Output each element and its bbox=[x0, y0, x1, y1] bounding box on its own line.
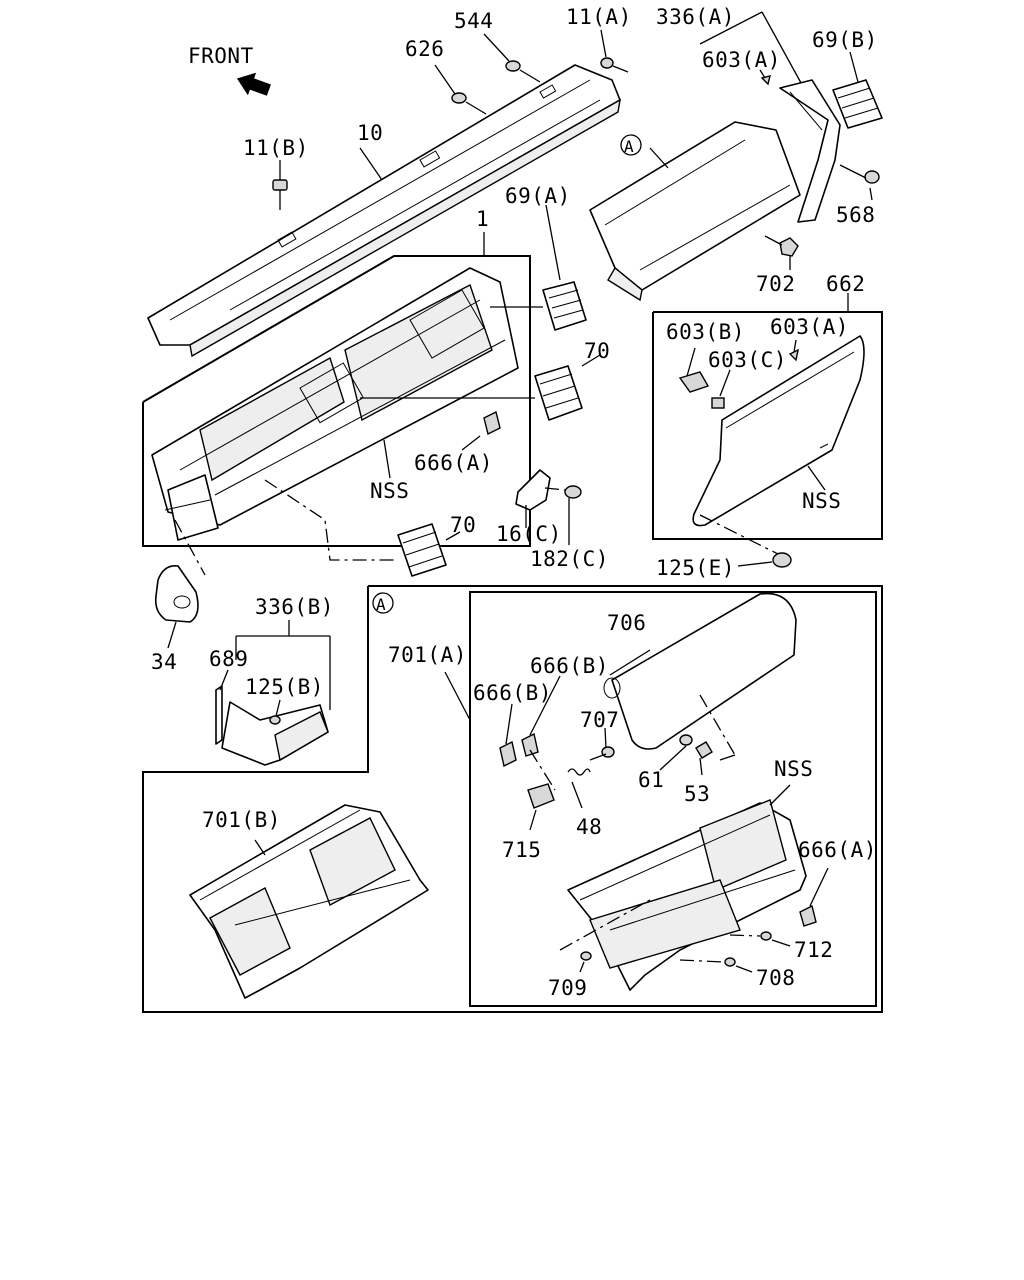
spring-48 bbox=[567, 768, 591, 809]
fastener-11b bbox=[272, 160, 288, 210]
label-706: 706 bbox=[607, 611, 646, 635]
vent-69a bbox=[490, 204, 587, 331]
detail-inner-frame bbox=[469, 591, 877, 1007]
label-603c: 603(C) bbox=[708, 348, 787, 372]
label-666b-1: 666(B) bbox=[473, 681, 552, 705]
label-53: 53 bbox=[684, 782, 710, 806]
label-69b: 69(B) bbox=[812, 28, 878, 52]
label-603b: 603(B) bbox=[666, 320, 745, 344]
front-arrow-icon bbox=[236, 72, 271, 96]
vent-69b bbox=[832, 51, 883, 129]
label-70-upper: 70 bbox=[584, 339, 610, 363]
label-712: 712 bbox=[794, 938, 833, 962]
clip-603a-box bbox=[788, 339, 799, 362]
label-701b: 701(B) bbox=[202, 808, 281, 832]
screw-182c bbox=[544, 485, 582, 545]
side-trim-336a bbox=[779, 79, 841, 223]
lower-trim-336b bbox=[221, 701, 329, 766]
vent-70-lower bbox=[397, 523, 461, 577]
label-702: 702 bbox=[756, 272, 795, 296]
screw-708 bbox=[679, 957, 753, 973]
label-662: 662 bbox=[826, 272, 865, 296]
part-34 bbox=[154, 564, 199, 649]
label-70-lower: 70 bbox=[450, 513, 476, 537]
clip-125b bbox=[269, 699, 281, 725]
label-709: 709 bbox=[548, 976, 587, 1000]
vent-70-upper bbox=[360, 354, 601, 421]
screw-709 bbox=[579, 951, 592, 973]
fastener-544 bbox=[483, 33, 541, 83]
glove-box-lid-706 bbox=[603, 592, 797, 756]
label-626: 626 bbox=[405, 37, 444, 61]
label-336a: 336(A) bbox=[656, 5, 735, 29]
label-701a: 701(A) bbox=[388, 643, 467, 667]
detail-a-frame bbox=[142, 585, 883, 1013]
callout-circle-icon bbox=[372, 592, 394, 614]
latch-715 bbox=[527, 783, 555, 831]
callout-circle-icon bbox=[620, 134, 642, 156]
glove-box-housing-701a bbox=[559, 784, 807, 991]
label-48: 48 bbox=[576, 815, 602, 839]
callout-a-upper-text: A bbox=[624, 137, 634, 156]
glove-box-upper bbox=[589, 121, 801, 302]
label-11b: 11(B) bbox=[243, 136, 309, 160]
callout-a-upper: A bbox=[620, 134, 642, 156]
label-1: 1 bbox=[476, 207, 489, 231]
label-61: 61 bbox=[638, 768, 664, 792]
label-715: 715 bbox=[502, 838, 541, 862]
label-10: 10 bbox=[357, 121, 383, 145]
part-labels: 544 11(A) 336(A) 626 69(B) 603(A) 11(B) … bbox=[151, 5, 878, 1000]
screw-603a-top bbox=[759, 69, 771, 86]
part-61 bbox=[659, 734, 693, 771]
callout-a-lower: A bbox=[372, 592, 394, 614]
label-69a: 69(A) bbox=[505, 184, 571, 208]
label-568: 568 bbox=[836, 203, 875, 227]
clip-666b-2 bbox=[521, 675, 561, 757]
label-708: 708 bbox=[756, 966, 795, 990]
glove-box-housing-701b bbox=[189, 804, 429, 999]
label-11a: 11(A) bbox=[566, 5, 632, 29]
label-nss-detail: NSS bbox=[774, 757, 813, 781]
label-666b-2: 666(B) bbox=[530, 654, 609, 678]
clip-603c bbox=[711, 369, 731, 409]
label-689: 689 bbox=[209, 647, 248, 671]
label-16c: 16(C) bbox=[496, 522, 562, 546]
callout-a-lower-text: A bbox=[376, 595, 386, 614]
label-182c: 182(C) bbox=[530, 547, 609, 571]
pin-707 bbox=[589, 727, 615, 761]
part-53 bbox=[695, 741, 713, 776]
trim-689 bbox=[215, 669, 229, 745]
clip-666a-lower bbox=[799, 867, 829, 927]
assembly-662-frame bbox=[652, 311, 883, 540]
front-indicator: FRONT bbox=[188, 44, 271, 96]
label-125e: 125(E) bbox=[656, 556, 735, 580]
label-34: 34 bbox=[151, 650, 177, 674]
label-336b: 336(B) bbox=[255, 595, 334, 619]
clip-666b-1 bbox=[499, 703, 517, 768]
instrument-panel-1 bbox=[151, 267, 519, 541]
clip-125e bbox=[737, 552, 792, 568]
glove-box-cover-662 bbox=[692, 335, 865, 527]
nut-702 bbox=[764, 235, 799, 270]
fastener-11a bbox=[600, 29, 629, 73]
clip-603b bbox=[678, 347, 710, 393]
front-label: FRONT bbox=[188, 44, 254, 68]
label-544: 544 bbox=[454, 9, 493, 33]
label-666a-lower: 666(A) bbox=[798, 838, 877, 862]
screw-712 bbox=[729, 931, 791, 947]
screw-568 bbox=[839, 164, 880, 201]
label-603a-top: 603(A) bbox=[702, 48, 781, 72]
label-707: 707 bbox=[580, 708, 619, 732]
bracket-16c bbox=[515, 469, 551, 528]
dash-top-trim-10 bbox=[147, 64, 621, 358]
clip-666a-upper bbox=[461, 410, 501, 451]
label-125b: 125(B) bbox=[245, 675, 324, 699]
label-nss-cover: NSS bbox=[802, 489, 841, 513]
label-666a-upper: 666(A) bbox=[414, 451, 493, 475]
label-nss-dash: NSS bbox=[370, 479, 409, 503]
label-603a-box: 603(A) bbox=[770, 315, 849, 339]
fastener-626 bbox=[434, 64, 487, 115]
assembly-1-frame bbox=[142, 255, 531, 547]
